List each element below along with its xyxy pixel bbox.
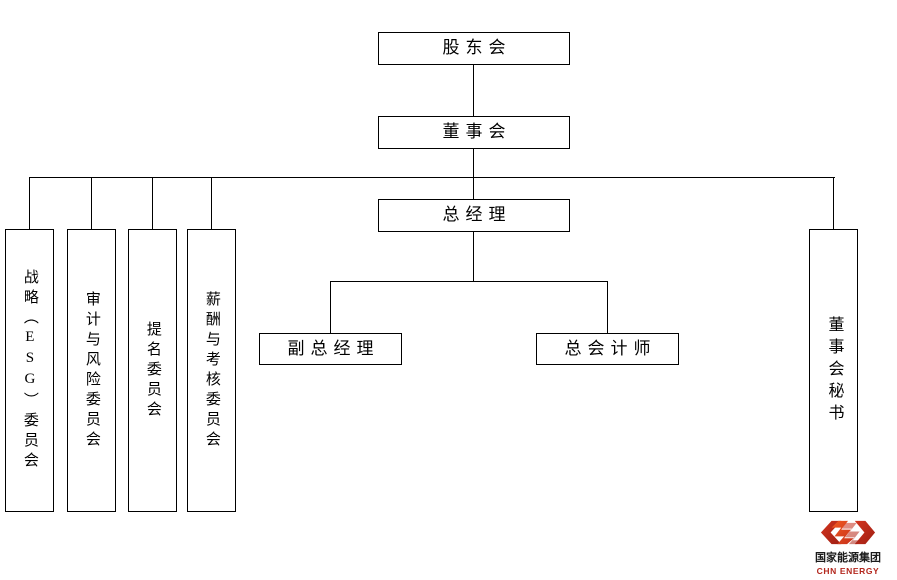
node-chief-accountant[interactable]: 总会计师 — [536, 333, 679, 365]
connector-bus-to-audit-risk — [91, 177, 93, 229]
connector-subbus-to-deputy-gm — [330, 281, 332, 333]
node-nomination-committee-label: 提名委员会 — [144, 320, 161, 421]
node-board-of-directors[interactable]: 董事会 — [378, 116, 570, 149]
brand-logo: 国家能源集团 CHN ENERGY — [800, 518, 896, 576]
bus-board-committees — [29, 177, 835, 179]
node-general-manager[interactable]: 总经理 — [378, 199, 570, 232]
connector-bus-to-nomination — [152, 177, 154, 229]
logo-name-en: CHN ENERGY — [816, 566, 880, 576]
bus-general-manager-reports — [330, 281, 608, 283]
connector-gm-to-subbus — [473, 232, 475, 281]
node-shareholders-meeting-label: 股东会 — [442, 38, 512, 58]
connector-shareholders-to-board — [473, 65, 475, 116]
node-chief-accountant-label: 总会计师 — [564, 338, 657, 358]
node-board-secretary[interactable]: 董事会秘书 — [809, 229, 858, 512]
node-audit-risk-committee-label: 审计与风险委员会 — [83, 290, 100, 451]
logo-name-cn: 国家能源集团 — [815, 552, 881, 564]
node-strategy-esg-committee-label: 战略（ESG）委员会 — [21, 269, 38, 472]
node-deputy-general-manager[interactable]: 副总经理 — [259, 333, 402, 365]
connector-bus-to-board-secretary — [833, 177, 835, 229]
node-strategy-esg-committee[interactable]: 战略（ESG）委员会 — [5, 229, 54, 512]
connector-bus-to-strategy-esg — [29, 177, 31, 229]
connector-bus-to-remuneration — [211, 177, 213, 229]
node-general-manager-label: 总经理 — [442, 205, 512, 225]
node-board-of-directors-label: 董事会 — [442, 122, 512, 142]
node-remuneration-appraisal-committee-label: 薪酬与考核委员会 — [203, 290, 220, 451]
node-audit-risk-committee[interactable]: 审计与风险委员会 — [67, 229, 116, 512]
node-remuneration-appraisal-committee[interactable]: 薪酬与考核委员会 — [187, 229, 236, 512]
node-board-secretary-label: 董事会秘书 — [825, 315, 843, 426]
chn-energy-logo-icon — [820, 520, 876, 545]
node-nomination-committee[interactable]: 提名委员会 — [128, 229, 177, 512]
node-deputy-general-manager-label: 副总经理 — [287, 338, 380, 358]
connector-board-to-bus — [473, 149, 475, 199]
node-shareholders-meeting[interactable]: 股东会 — [378, 32, 570, 65]
connector-subbus-to-chief-accountant — [607, 281, 609, 333]
